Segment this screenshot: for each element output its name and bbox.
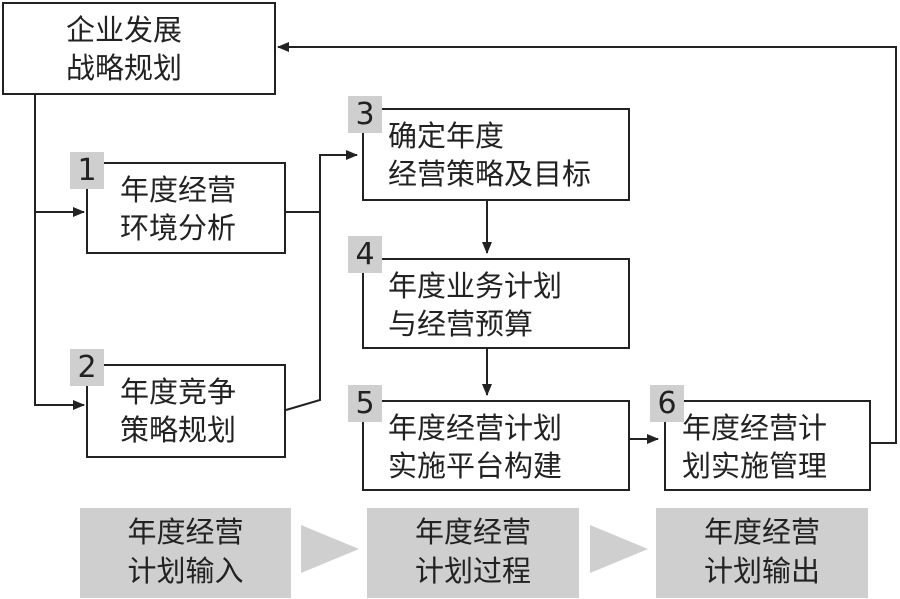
step5-box: 年度经营计划 实施平台构建 [362, 400, 630, 491]
step3-line1: 确定年度 [388, 119, 505, 153]
strategy-line1: 企业发展 [66, 13, 183, 47]
step6-line1: 年度经营计 [682, 411, 828, 445]
phase-arrow-2 [590, 525, 648, 573]
strategy-box: 企业发展 战略规划 [2, 2, 276, 95]
step4-box: 年度业务计划 与经营预算 [362, 258, 630, 349]
step1-line1: 年度经营 [120, 173, 237, 207]
phase-output-line2: 计划输出 [703, 554, 820, 588]
phase-input-line1: 年度经营 [127, 515, 244, 549]
step2-box: 年度竞争 策略规划 [86, 364, 286, 458]
phase-process: 年度经营 计划过程 [367, 508, 579, 598]
step4-line2: 与经营预算 [388, 307, 534, 341]
step1-line2: 环境分析 [120, 211, 237, 245]
edge-step2-to-merge [285, 150, 358, 411]
step6-box: 年度经营计 划实施管理 [664, 400, 871, 491]
edge-strategy-to-step2 [34, 212, 85, 410]
edge-feedback [277, 42, 897, 444]
step2-line2: 策略规划 [120, 413, 237, 447]
step3-line2: 经营策略及目标 [388, 157, 592, 191]
step5-line1: 年度经营计划 [388, 411, 563, 445]
step4-number-badge: 4 [348, 236, 382, 273]
step4-line1: 年度业务计划 [388, 269, 563, 303]
step1-number-badge: 1 [70, 152, 104, 189]
phase-process-line1: 年度经营 [414, 515, 531, 549]
step2-line1: 年度竞争 [120, 375, 237, 409]
step5-line2: 实施平台构建 [388, 449, 563, 483]
step2-number-badge: 2 [70, 349, 104, 386]
phase-process-line2: 计划过程 [414, 554, 531, 588]
phase-output-line1: 年度经营 [703, 515, 820, 549]
phase-output: 年度经营 计划输出 [656, 508, 868, 598]
step1-box: 年度经营 环境分析 [86, 162, 286, 254]
strategy-line2: 战略规划 [66, 51, 183, 85]
step6-number-badge: 6 [650, 385, 684, 422]
phase-arrow-1 [301, 525, 359, 573]
step5-number-badge: 5 [348, 385, 382, 422]
step3-number-badge: 3 [348, 96, 382, 133]
phase-input-line2: 计划输入 [127, 554, 244, 588]
phase-input: 年度经营 计划输入 [80, 508, 291, 598]
step3-box: 确定年度 经营策略及目标 [362, 108, 630, 201]
step6-line2: 划实施管理 [682, 449, 828, 483]
